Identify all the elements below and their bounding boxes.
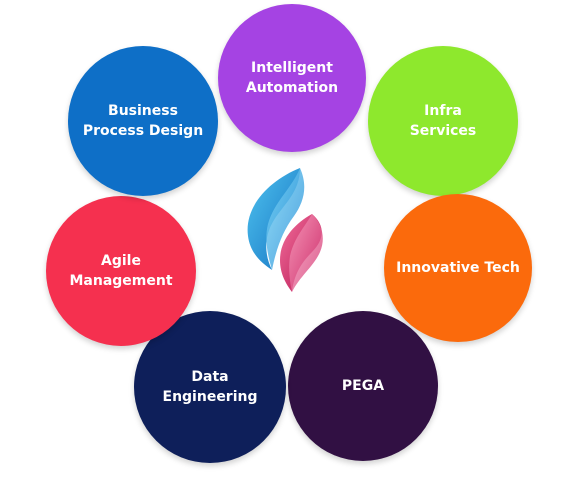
- flame-logo-icon: [247, 168, 323, 292]
- node-label: Data Engineering: [162, 369, 258, 405]
- node-data-engineering: Data Engineering: [134, 311, 286, 463]
- node-label: Intelligent Automation: [245, 60, 339, 96]
- node-label: Innovative Tech: [396, 260, 520, 276]
- node-innovative-tech: Innovative Tech: [384, 194, 532, 342]
- node-label: PEGA: [341, 378, 385, 394]
- node-business-process-design: Business Process Design: [68, 46, 218, 196]
- flame-blue-front: [266, 168, 305, 270]
- node-agile-management: Agile Management: [46, 196, 196, 346]
- node-infra-services: Infra Services: [368, 46, 518, 196]
- node-label: Agile Management: [69, 253, 173, 289]
- flame-pink-front: [289, 214, 323, 292]
- node-intelligent-automation: Intelligent Automation: [218, 4, 366, 152]
- node-pega: PEGA: [288, 311, 438, 461]
- node-label: Business Process Design: [82, 103, 204, 139]
- node-label: Infra Services: [409, 103, 477, 139]
